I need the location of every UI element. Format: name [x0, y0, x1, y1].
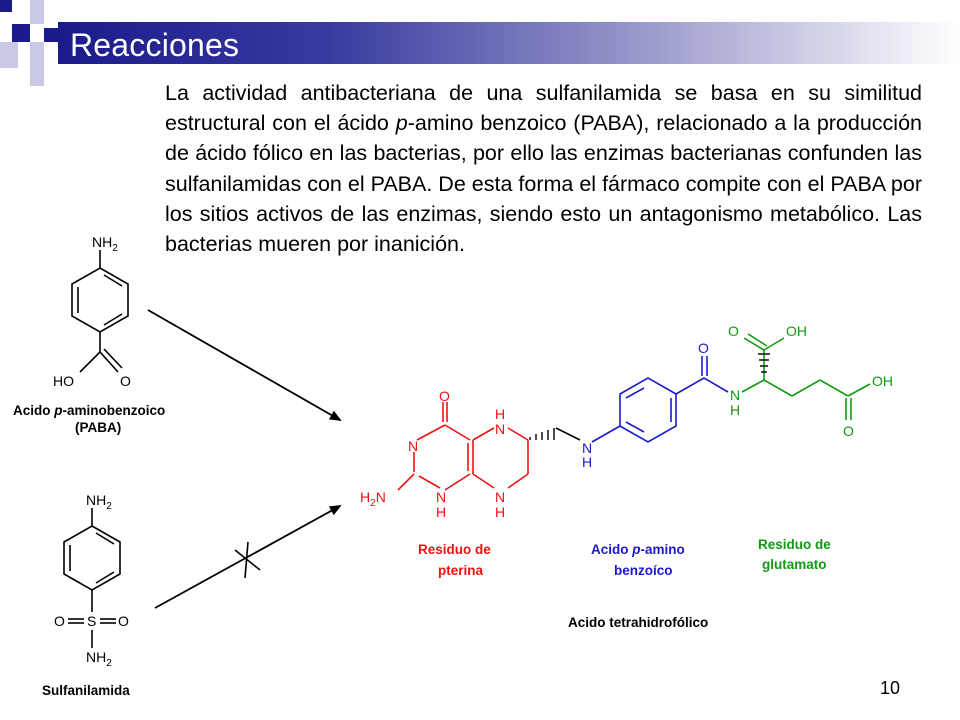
paba-structure [71, 250, 129, 373]
paragraph-text-1: La actividad antibacteriana de una sulfa… [165, 81, 922, 136]
body-paragraph: La actividad antibacteriana de una sulfa… [165, 78, 922, 259]
sulfa-nh2-label: NH2 [86, 492, 112, 512]
pterin-n-lower-label: N [436, 489, 446, 505]
sulfa-o-right-label: O [118, 613, 129, 629]
paba-residue [591, 356, 729, 443]
sulfa-caption: Sulfanilamida [42, 683, 130, 698]
glu-n-label: N [730, 387, 740, 403]
paragraph-text-2: -amino benzoico (PABA), relacionado a la… [165, 111, 922, 257]
paba-res-label-2: benzoíco [614, 563, 673, 578]
title-bar [58, 22, 960, 64]
block-mark-1 [234, 549, 261, 571]
pterin-h2n-label: H2N [360, 489, 386, 509]
glutamate-residue [741, 333, 871, 420]
deco-square-1 [0, 0, 12, 12]
glu-label-1: Residuo de [758, 537, 831, 552]
pterin-nh-lower-right-n-label: N [495, 489, 505, 505]
chiral-wedge-1 [529, 428, 555, 440]
slide-title: Reacciones [70, 27, 240, 63]
deco-square-4 [44, 28, 58, 42]
block-mark-2 [244, 541, 249, 579]
pterin-n-lower-h-label: H [436, 504, 446, 520]
linker-bond [555, 427, 581, 441]
pterin-o-label: O [439, 388, 450, 404]
paba-ho-label: HO [53, 373, 74, 389]
paba-o-label: O [120, 373, 131, 389]
glu-oh2-label: OH [872, 373, 893, 389]
paba-res-label-1: Acido p-amino [591, 542, 685, 557]
glu-label-2: glutamato [762, 557, 827, 572]
paba-res-n-label: N [582, 440, 592, 456]
paba-res-h-label: H [582, 454, 592, 470]
pterin-label-2: pterina [438, 563, 484, 578]
paba-caption-1: Acido p-aminobenzoico [13, 403, 165, 418]
sulfanilamide-structure [63, 508, 121, 648]
page-number: 10 [880, 678, 901, 698]
deco-square-2 [12, 24, 30, 42]
paba-caption-2: (PABA) [75, 420, 121, 435]
pterin-label-1: Residuo de [418, 542, 491, 557]
paba-res-o-label: O [698, 340, 709, 356]
sulfa-s-label: S [87, 613, 96, 629]
pterin-nh-lower-right-h-label: H [495, 504, 505, 520]
pterin-nh-upper-h-label: H [495, 406, 505, 422]
glu-oh1-label: OH [786, 323, 807, 339]
deco-square-3 [30, 0, 44, 24]
glu-h-label: H [730, 402, 740, 418]
pterin-residue [397, 402, 529, 491]
thf-caption: Acido tetrahidrofólico [568, 615, 708, 630]
glu-o1-label: O [728, 323, 739, 339]
sulfa-nh2-bottom-label: NH2 [86, 649, 112, 669]
glu-o2-label: O [843, 423, 854, 439]
deco-square-6 [30, 42, 44, 68]
paba-nh2-label: NH2 [92, 234, 118, 254]
deco-square-5 [0, 42, 18, 68]
pterin-n-upper-label: N [408, 438, 418, 454]
arrow-paba-to-thf [147, 309, 342, 421]
deco-square-7 [30, 68, 44, 86]
pterin-nh-upper-n-label: N [495, 421, 505, 437]
sulfa-o-left-label: O [54, 613, 65, 629]
paragraph-italic-p: p [395, 111, 408, 136]
chiral-wedge-2 [758, 353, 770, 373]
